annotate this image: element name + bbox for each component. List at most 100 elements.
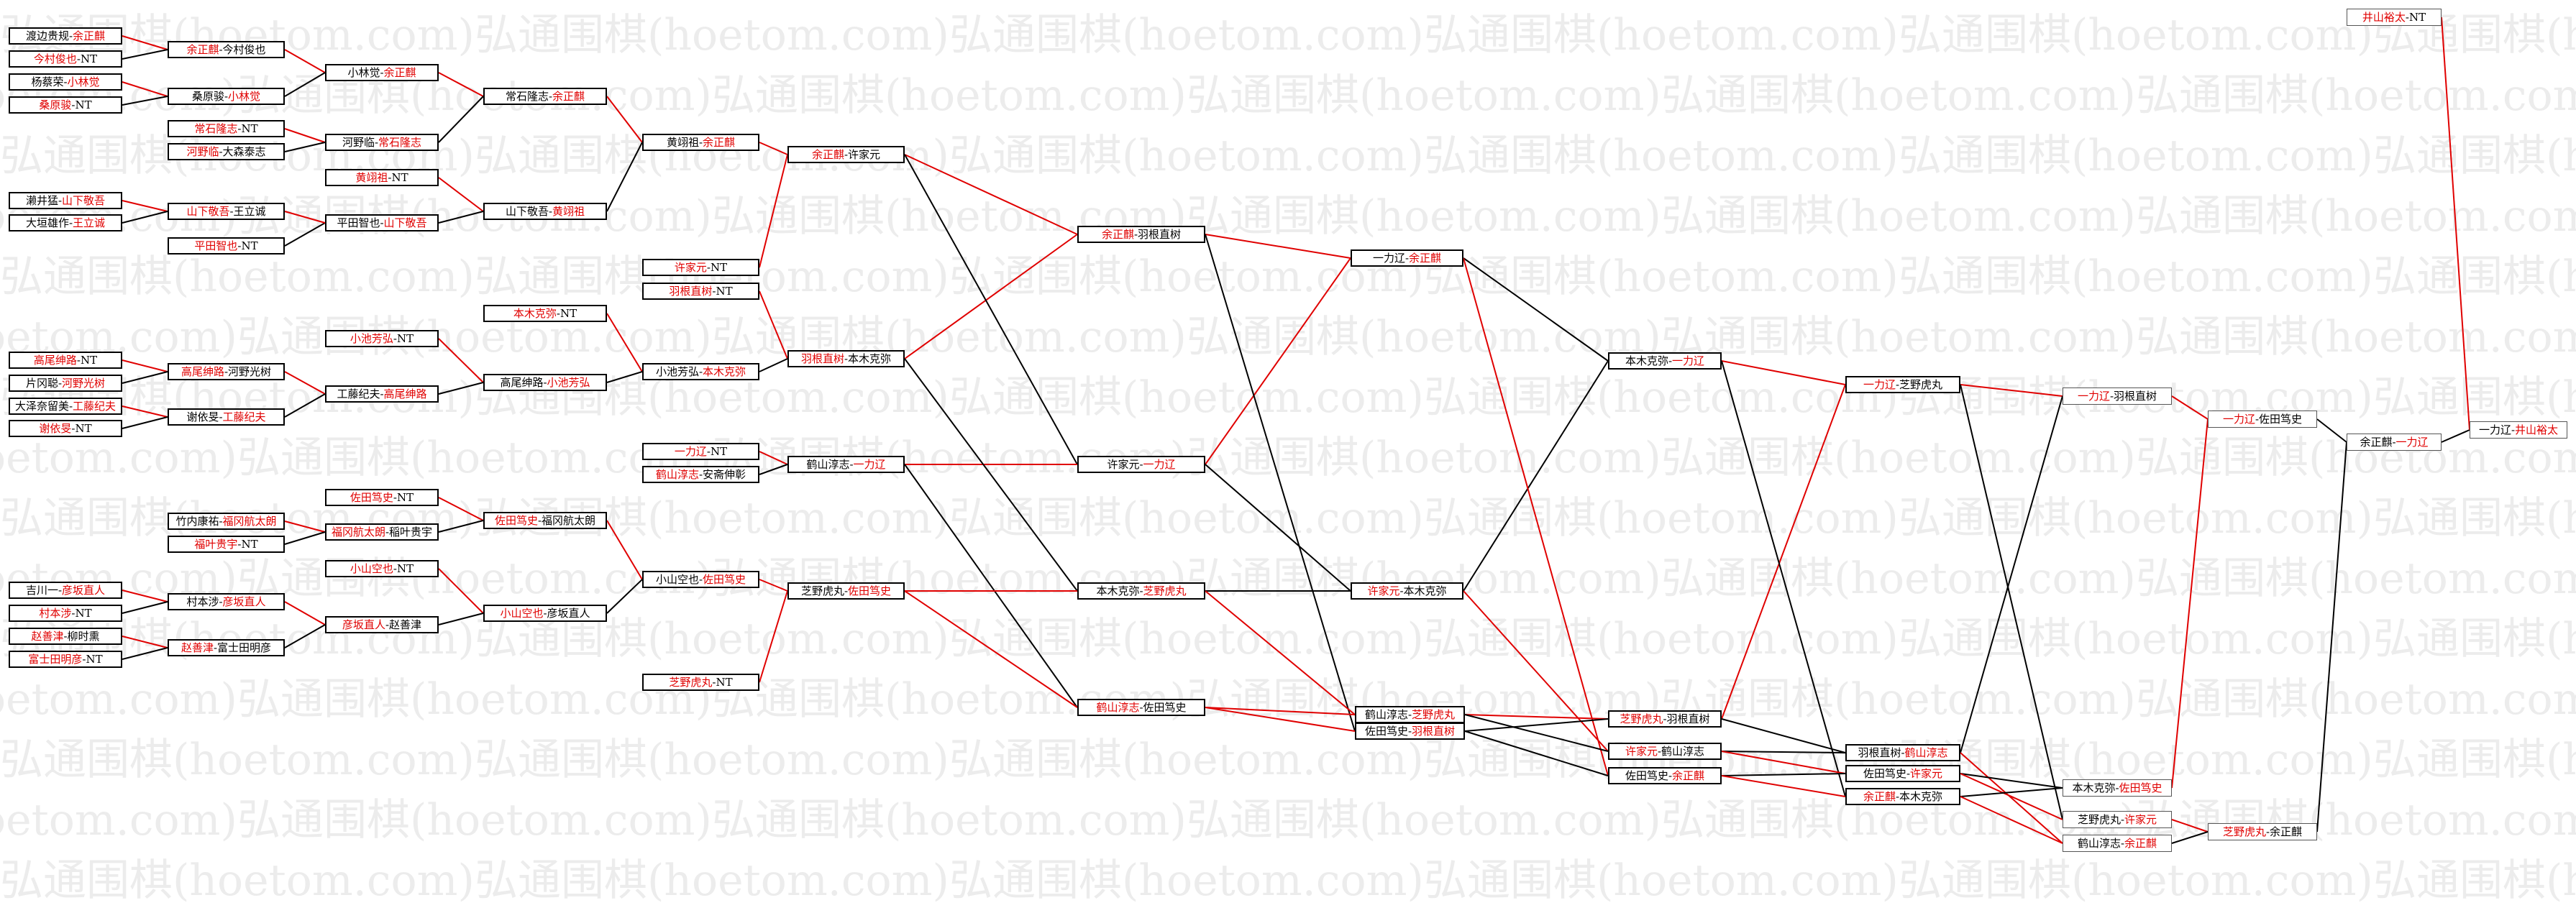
player-name: -NT (556, 307, 577, 320)
winner-link (1721, 384, 1846, 720)
winner-name: 一力辽 (2222, 413, 2255, 426)
match-box: 山下敬吾-王立诚 (168, 203, 285, 220)
loser-link (1960, 787, 2063, 797)
winner-name: 一力辽 (1143, 458, 1176, 471)
player-name: -NT (71, 422, 92, 435)
loser-link (438, 382, 484, 395)
winner-name: 佐田笃史 (494, 514, 538, 527)
winner-name: 高尾绅路 (181, 365, 224, 378)
winner-link (759, 154, 788, 268)
winner-name: 一力辽 (674, 445, 707, 458)
winner-link (284, 49, 326, 73)
match-box: 芝野虎丸-NT (642, 674, 759, 691)
winner-name: 余正麒 (1863, 790, 1896, 803)
winner-name: 井山裕太 (2515, 423, 2559, 436)
player-name: 大泽奈留美- (14, 400, 73, 413)
match-box: 本木克弥-NT (483, 305, 607, 322)
match-box: 工藤纪夫-高尾绅路 (325, 385, 439, 403)
match-box: 赵善津-柳时熏 (9, 628, 122, 645)
match-box: 大泽奈留美-工藤纪夫 (9, 398, 122, 415)
winner-name: 佐田笃史 (703, 573, 746, 586)
winner-name: 芝野虎丸 (2222, 825, 2266, 838)
match-box: 小山空也-彦坂直人 (483, 605, 607, 622)
loser-link (759, 464, 788, 475)
winner-link (1205, 257, 1351, 465)
player-name: 本木克弥- (1625, 354, 1673, 367)
player-name: -河野光树 (224, 365, 272, 378)
loser-link (438, 96, 484, 143)
winner-link (1960, 773, 2063, 820)
loser-link (122, 96, 168, 106)
loser-link (1205, 464, 1351, 592)
loser-link (284, 72, 326, 97)
loser-link (122, 601, 168, 614)
player-name: -稲叶贵宇 (385, 526, 433, 538)
loser-link (438, 520, 484, 533)
loser-link (284, 624, 326, 648)
loser-link (122, 49, 168, 60)
player-name: 本木克弥- (2072, 781, 2119, 794)
player-name: -芝野虎丸 (1895, 378, 1943, 391)
loser-link (1463, 360, 1609, 592)
match-box: 一力辽-井山裕太 (2470, 421, 2567, 439)
winner-name: 黄翊祖 (552, 205, 585, 218)
loser-link (904, 358, 1078, 592)
match-box: 小山空也-佐田笃史 (642, 571, 759, 588)
player-name: 大垣雄作- (25, 216, 73, 229)
player-name: 佐田笃史- (1625, 769, 1673, 782)
winner-link (904, 234, 1078, 359)
winner-name: 小山空也 (500, 607, 544, 620)
player-name: 片冈聪- (25, 377, 63, 390)
match-box: 渡边贵规-余正麒 (9, 27, 122, 45)
match-box: 一力辽-羽根直树 (2063, 387, 2172, 405)
loser-link (1463, 257, 1609, 362)
player-name: 芝野虎丸- (800, 584, 849, 597)
winner-name: 本木克弥 (513, 307, 557, 320)
player-name: -大森泰志 (219, 145, 266, 158)
match-box: 羽根直树-本木克弥 (787, 350, 905, 367)
loser-link (284, 142, 326, 152)
loser-link (1205, 234, 1356, 732)
player-name: 一力辽- (1372, 252, 1410, 265)
player-name: -佐田笃史 (1139, 701, 1187, 714)
winner-name: 常石隆志 (378, 136, 422, 149)
loser-link (1721, 360, 1846, 797)
winner-link (122, 200, 168, 212)
winner-link (606, 96, 643, 143)
winner-link (2441, 17, 2470, 431)
player-name: -彦坂直人 (543, 607, 590, 620)
player-name: -王立诚 (229, 205, 266, 218)
winner-name: 谢依旻 (39, 422, 72, 435)
winner-link (904, 590, 1078, 708)
player-name: 小林觉- (347, 66, 384, 79)
match-box: 芝野虎丸-许家元 (2063, 811, 2172, 828)
winner-link (122, 359, 168, 372)
winner-name: 余正麒 (811, 148, 844, 161)
winner-name: 余正麒 (1101, 228, 1134, 241)
winner-name: 羽根直树 (669, 285, 713, 298)
player-name: 鹤山淳志- (1364, 708, 1412, 721)
winner-name: 一力辽 (1672, 354, 1705, 367)
winner-name: 河野光树 (62, 377, 106, 390)
player-name: 佐田笃史- (1364, 725, 1412, 738)
player-name: -富士田明彦 (213, 641, 272, 654)
match-box: 许家元-鹤山淳志 (1608, 743, 1722, 760)
winner-name: 芝野虎丸 (669, 676, 713, 689)
match-box: 小池芳弘-本木克弥 (642, 363, 759, 380)
winner-name: 工藤纪夫 (222, 411, 266, 423)
winner-name: 余正麒 (703, 136, 736, 149)
winner-link (438, 72, 484, 97)
winner-link (438, 338, 484, 383)
loser-link (284, 222, 326, 247)
player-name: -NT (82, 653, 103, 666)
winner-link (284, 601, 326, 625)
player-name: 余正麒- (2360, 436, 2396, 449)
player-name: -NT (712, 285, 733, 298)
player-name: 佐田笃史- (1863, 767, 1911, 780)
player-name: -许家元 (844, 148, 881, 161)
player-name: 许家元- (1107, 458, 1143, 471)
match-box: 鹤山淳志-芝野虎丸 (1355, 706, 1465, 723)
winner-link (122, 81, 168, 97)
match-box: 常石隆志-余正麒 (483, 88, 607, 105)
player-name: -NT (237, 538, 258, 551)
